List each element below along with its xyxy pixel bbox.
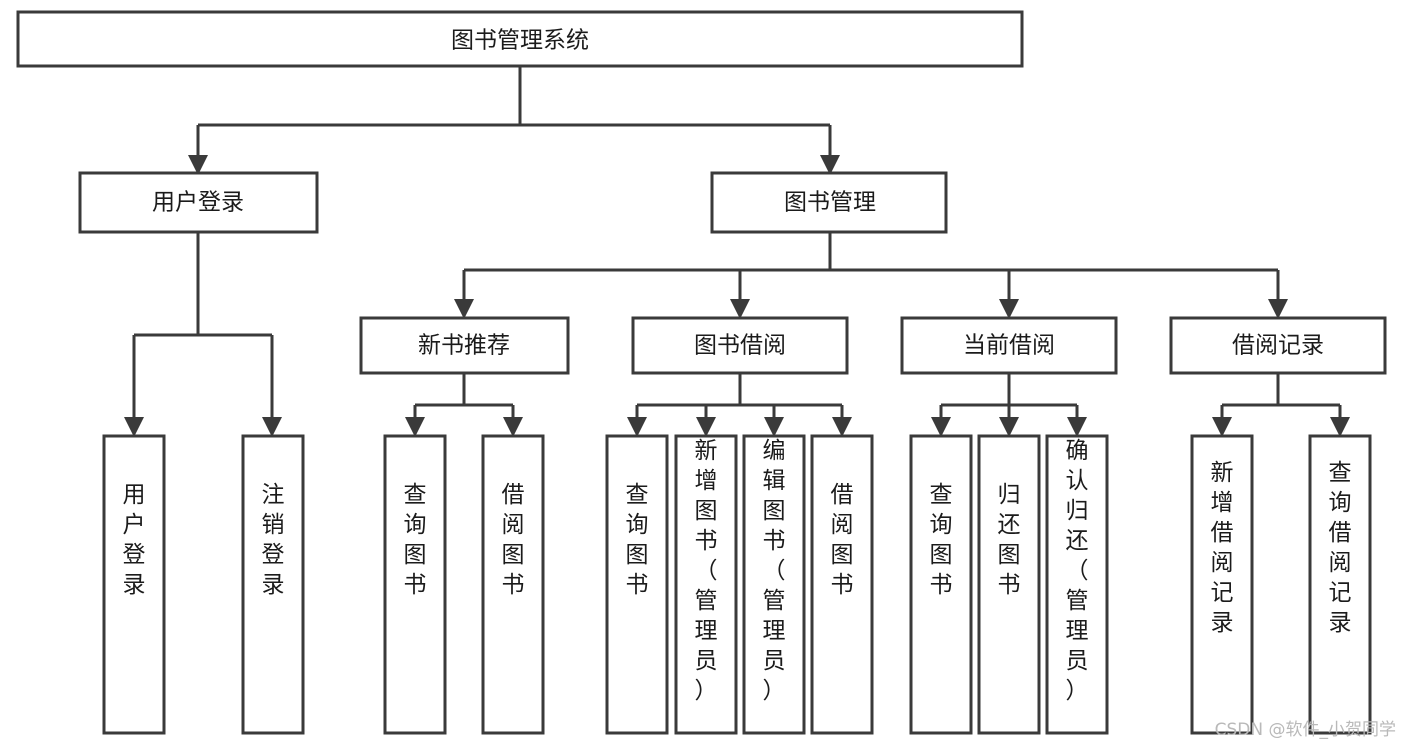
node-user-login[interactable]: 用户登录 bbox=[78, 171, 319, 234]
node-new-book-recommend-box[interactable] bbox=[359, 316, 570, 375]
arrow-icon-current-leaf-1 bbox=[931, 417, 951, 437]
node-root-system[interactable]: 图书管理系统 bbox=[16, 10, 1024, 68]
csdn-watermark: CSDN @软件_小贺同学 bbox=[1215, 720, 1396, 740]
node-borrow-record[interactable]: 借阅记录 bbox=[1169, 316, 1387, 375]
node-current-borrow[interactable]: 当前借阅 bbox=[900, 316, 1118, 375]
leaf-user-login-logout[interactable]: 注销登录 bbox=[241, 434, 305, 735]
node-book-borrow-label: 图书借阅 bbox=[694, 333, 786, 359]
leaf-recommend-borrow-book-label: 借阅图书 bbox=[502, 482, 525, 598]
leaf-current-return-book-label: 归还图书 bbox=[998, 482, 1021, 598]
node-book-borrow-box[interactable] bbox=[631, 316, 849, 375]
leaf-current-confirm-return-label: 确认归还（管理员） bbox=[1066, 438, 1089, 704]
leaf-record-query-record[interactable]: 查询借阅记录 bbox=[1308, 434, 1372, 735]
arrow-icon-borrow-leaf-3 bbox=[764, 417, 784, 437]
node-book-borrow[interactable]: 图书借阅 bbox=[631, 316, 849, 375]
leaf-current-confirm-return[interactable]: 确认归还（管理员） bbox=[1045, 434, 1109, 735]
node-current-borrow-label: 当前借阅 bbox=[963, 333, 1055, 359]
node-user-login-box[interactable] bbox=[78, 171, 319, 234]
arrow-icon-current-leaf-3 bbox=[1067, 417, 1087, 437]
node-book-management-label: 图书管理 bbox=[784, 190, 876, 216]
arrow-icon-borrow-leaf-4 bbox=[832, 417, 852, 437]
leaf-borrow-edit-book[interactable]: 编辑图书（管理员） bbox=[742, 434, 806, 735]
arrow-icon-recommend-leaf-2 bbox=[503, 417, 523, 437]
leaf-borrow-edit-book-box[interactable] bbox=[742, 434, 806, 735]
arrow-icon-to-leaf-logout bbox=[262, 417, 282, 437]
node-book-management[interactable]: 图书管理 bbox=[710, 171, 948, 234]
leaf-user-login-login-label: 用户登录 bbox=[123, 482, 146, 598]
leaf-borrow-add-book-box[interactable] bbox=[674, 434, 738, 735]
leaf-recommend-query-book[interactable]: 查询图书 bbox=[383, 434, 447, 735]
leaf-recommend-borrow-book-box[interactable] bbox=[481, 434, 545, 735]
leaf-borrow-add-book[interactable]: 新增图书（管理员） bbox=[674, 434, 738, 735]
node-borrow-record-box[interactable] bbox=[1169, 316, 1387, 375]
node-book-management-box[interactable] bbox=[710, 171, 948, 234]
leaf-borrow-borrow-book-label: 借阅图书 bbox=[831, 482, 854, 598]
arrow-icon-to-user-login bbox=[188, 155, 208, 175]
leaf-borrow-add-book-label: 新增图书（管理员） bbox=[695, 438, 718, 704]
arrow-icon-record-leaf-1 bbox=[1212, 417, 1232, 437]
arrow-icon-current-leaf-2 bbox=[999, 417, 1019, 437]
leaf-borrow-query-book[interactable]: 查询图书 bbox=[605, 434, 669, 735]
leaf-recommend-borrow-book[interactable]: 借阅图书 bbox=[481, 434, 545, 735]
arrowhead-layer bbox=[124, 155, 1350, 437]
leaf-current-query-book[interactable]: 查询图书 bbox=[909, 434, 973, 735]
node-borrow-record-label: 借阅记录 bbox=[1232, 333, 1324, 359]
node-new-book-recommend[interactable]: 新书推荐 bbox=[359, 316, 570, 375]
leaf-record-add-record-box[interactable] bbox=[1190, 434, 1254, 735]
leaf-record-add-record-label: 新增借阅记录 bbox=[1211, 460, 1234, 636]
arrow-icon-to-borrow bbox=[730, 299, 750, 319]
leaf-current-return-book[interactable]: 归还图书 bbox=[977, 434, 1041, 735]
leaf-borrow-edit-book-label: 编辑图书（管理员） bbox=[763, 438, 786, 704]
leaf-borrow-query-book-label: 查询图书 bbox=[626, 482, 649, 598]
leaf-current-confirm-return-box[interactable] bbox=[1045, 434, 1109, 735]
leaf-borrow-borrow-book[interactable]: 借阅图书 bbox=[810, 434, 874, 735]
leaf-current-query-book-label: 查询图书 bbox=[930, 482, 953, 598]
leaf-borrow-query-book-box[interactable] bbox=[605, 434, 669, 735]
arrow-icon-to-leaf-user-login bbox=[124, 417, 144, 437]
leaf-user-login-logout-label: 注销登录 bbox=[262, 482, 285, 598]
arrow-icon-to-record bbox=[1268, 299, 1288, 319]
node-current-borrow-box[interactable] bbox=[900, 316, 1118, 375]
leaf-user-login-login-box[interactable] bbox=[102, 434, 166, 735]
node-user-login-label: 用户登录 bbox=[152, 190, 244, 216]
node-root-system-label: 图书管理系统 bbox=[451, 28, 589, 54]
leaf-record-query-record-label: 查询借阅记录 bbox=[1329, 460, 1352, 636]
arrow-icon-record-leaf-2 bbox=[1330, 417, 1350, 437]
leaf-current-return-book-box[interactable] bbox=[977, 434, 1041, 735]
leaf-user-login-login[interactable]: 用户登录 bbox=[102, 434, 166, 735]
arrow-icon-to-current bbox=[999, 299, 1019, 319]
leaf-record-add-record[interactable]: 新增借阅记录 bbox=[1190, 434, 1254, 735]
leaf-user-login-logout-box[interactable] bbox=[241, 434, 305, 735]
leaf-current-query-book-box[interactable] bbox=[909, 434, 973, 735]
arrow-icon-borrow-leaf-1 bbox=[627, 417, 647, 437]
leaf-recommend-query-book-box[interactable] bbox=[383, 434, 447, 735]
node-new-book-recommend-label: 新书推荐 bbox=[418, 333, 510, 359]
arrow-icon-to-book-mgmt bbox=[820, 155, 840, 175]
arrow-icon-to-recommend bbox=[454, 299, 474, 319]
leaf-record-query-record-box[interactable] bbox=[1308, 434, 1372, 735]
node-root-system-box[interactable] bbox=[16, 10, 1024, 68]
leaf-borrow-borrow-book-box[interactable] bbox=[810, 434, 874, 735]
arrow-icon-borrow-leaf-2 bbox=[696, 417, 716, 437]
arrow-icon-recommend-leaf-1 bbox=[405, 417, 425, 437]
leaf-recommend-query-book-label: 查询图书 bbox=[404, 482, 427, 598]
